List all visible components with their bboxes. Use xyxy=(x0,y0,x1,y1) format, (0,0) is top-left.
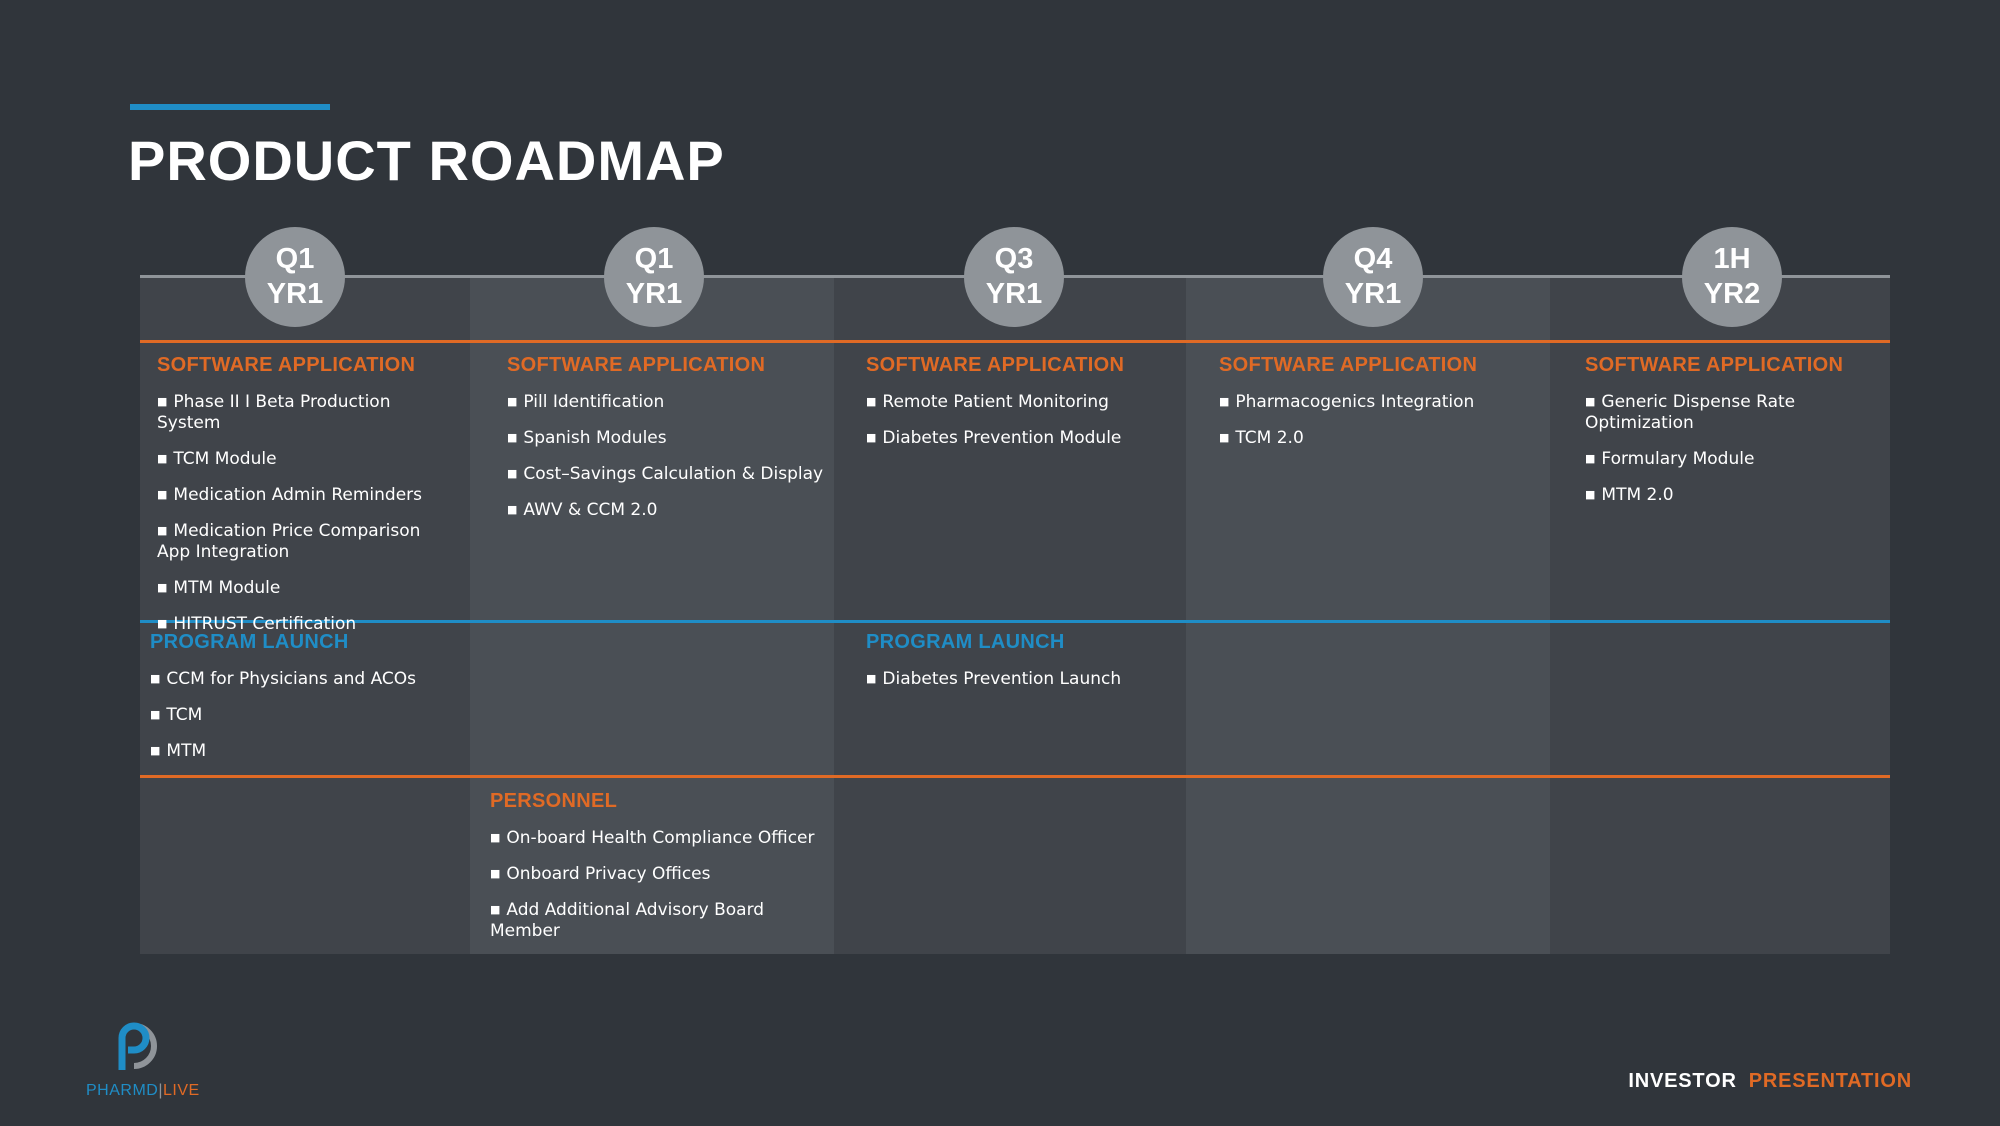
section-title: SOFTWARE APPLICATION xyxy=(157,354,416,376)
milestone-line1: 1H xyxy=(1713,243,1751,275)
milestone-circle: 1H YR2 xyxy=(1682,227,1782,327)
milestone-line1: Q3 xyxy=(994,243,1034,275)
bullet-icon: ■ xyxy=(1219,395,1230,408)
bullet-icon: ■ xyxy=(507,467,518,480)
list-item: ■HITRUST Certification xyxy=(157,614,357,634)
bullet-icon: ■ xyxy=(490,903,501,916)
personnel-divider xyxy=(140,775,1890,778)
list-item: ■Formulary Module xyxy=(1585,449,1755,469)
bullet-icon: ■ xyxy=(157,452,168,465)
pharmd-live-logo-icon xyxy=(112,1018,168,1074)
list-item: ■Onboard Privacy Offices xyxy=(490,864,711,884)
bullet-icon: ■ xyxy=(1585,395,1596,408)
personnel-section: PERSONNEL ■On-board Health Compliance Of… xyxy=(490,790,820,956)
program-launch-divider xyxy=(140,620,1890,623)
list-item: ■Add Additional Advisory Board Member xyxy=(490,900,765,941)
section-title: SOFTWARE APPLICATION xyxy=(507,354,766,376)
list-item: ■CCM for Physicians and ACOs xyxy=(150,669,417,689)
column-shade-4 xyxy=(1186,278,1550,954)
list-item: ■Medication Price Comparison App Integra… xyxy=(157,521,421,562)
program-launch-section-3: PROGRAM LAUNCH ■Diabetes Prevention Laun… xyxy=(866,631,1176,704)
list-item: ■TCM 2.0 xyxy=(1219,428,1304,448)
milestone-line1: Q1 xyxy=(634,243,674,275)
bullet-icon: ■ xyxy=(507,503,518,516)
bullet-icon: ■ xyxy=(1585,488,1596,501)
bullet-icon: ■ xyxy=(150,744,161,757)
list-item: ■Cost–Savings Calculation & Display xyxy=(507,464,824,484)
software-section-3: SOFTWARE APPLICATION ■Remote Patient Mon… xyxy=(866,354,1176,463)
milestone-line2: YR2 xyxy=(1703,278,1761,310)
roadmap-board xyxy=(140,278,1890,954)
bullet-icon: ■ xyxy=(1219,431,1230,444)
bullet-icon: ■ xyxy=(157,617,168,630)
list-item: ■Pill Identification xyxy=(507,392,665,412)
milestone-line2: YR1 xyxy=(1344,278,1402,310)
list-item: ■MTM Module xyxy=(157,578,281,598)
section-title: SOFTWARE APPLICATION xyxy=(1585,354,1844,376)
bullet-icon: ■ xyxy=(157,488,168,501)
bullet-icon: ■ xyxy=(157,581,168,594)
software-section-1: SOFTWARE APPLICATION ■Phase II I Beta Pr… xyxy=(157,354,457,649)
list-item: ■Remote Patient Monitoring xyxy=(866,392,1109,412)
bullet-icon: ■ xyxy=(507,395,518,408)
list-item: ■Phase II I Beta Production System xyxy=(157,392,391,433)
bullet-icon: ■ xyxy=(150,672,161,685)
list-item: ■Generic Dispense Rate Optimization xyxy=(1585,392,1796,433)
bullet-icon: ■ xyxy=(866,672,877,685)
section-title: PROGRAM LAUNCH xyxy=(866,631,1065,653)
milestone-line2: YR1 xyxy=(625,278,683,310)
list-item: ■On-board Health Compliance Officer xyxy=(490,828,815,848)
bullet-icon: ■ xyxy=(507,431,518,444)
program-launch-section-1: PROGRAM LAUNCH ■CCM for Physicians and A… xyxy=(150,631,460,776)
list-item: ■Spanish Modules xyxy=(507,428,667,448)
list-item: ■TCM Module xyxy=(157,449,277,469)
software-section-2: SOFTWARE APPLICATION ■Pill Identificatio… xyxy=(507,354,827,535)
bullet-icon: ■ xyxy=(866,431,877,444)
section-title: SOFTWARE APPLICATION xyxy=(1219,354,1478,376)
milestone-line2: YR1 xyxy=(266,278,324,310)
list-item: ■TCM xyxy=(150,705,203,725)
bullet-icon: ■ xyxy=(157,524,168,537)
bullet-icon: ■ xyxy=(866,395,877,408)
software-section-5: SOFTWARE APPLICATION ■Generic Dispense R… xyxy=(1585,354,1880,520)
list-item: ■Diabetes Prevention Launch xyxy=(866,669,1122,689)
section-title: PERSONNEL xyxy=(490,790,618,812)
milestone-circle: Q4 YR1 xyxy=(1323,227,1423,327)
milestone-line1: Q4 xyxy=(1353,243,1393,275)
bullet-icon: ■ xyxy=(490,867,501,880)
bullet-icon: ■ xyxy=(157,395,168,408)
column-shade-2 xyxy=(470,278,834,954)
bullet-icon: ■ xyxy=(1585,452,1596,465)
list-item: ■MTM xyxy=(150,741,207,761)
list-item: ■AWV & CCM 2.0 xyxy=(507,500,658,520)
milestone-line1: Q1 xyxy=(275,243,315,275)
software-divider xyxy=(140,340,1890,343)
section-title: PROGRAM LAUNCH xyxy=(150,631,349,653)
milestone-circle: Q1 YR1 xyxy=(245,227,345,327)
milestone-circle: Q1 YR1 xyxy=(604,227,704,327)
bullet-icon: ■ xyxy=(150,708,161,721)
list-item: ■Diabetes Prevention Module xyxy=(866,428,1122,448)
logo-text: PHARMD|LIVE xyxy=(86,1082,200,1099)
section-title: SOFTWARE APPLICATION xyxy=(866,354,1125,376)
milestone-circle: Q3 YR1 xyxy=(964,227,1064,327)
bullet-icon: ■ xyxy=(490,831,501,844)
list-item: ■MTM 2.0 xyxy=(1585,485,1674,505)
list-item: ■Pharmacogenics Integration xyxy=(1219,392,1475,412)
list-item: ■Medication Admin Reminders xyxy=(157,485,423,505)
page-title: PRODUCT ROADMAP xyxy=(128,129,725,192)
software-section-4: SOFTWARE APPLICATION ■Pharmacogenics Int… xyxy=(1219,354,1539,463)
milestone-line2: YR1 xyxy=(985,278,1043,310)
title-accent-bar xyxy=(130,104,330,110)
